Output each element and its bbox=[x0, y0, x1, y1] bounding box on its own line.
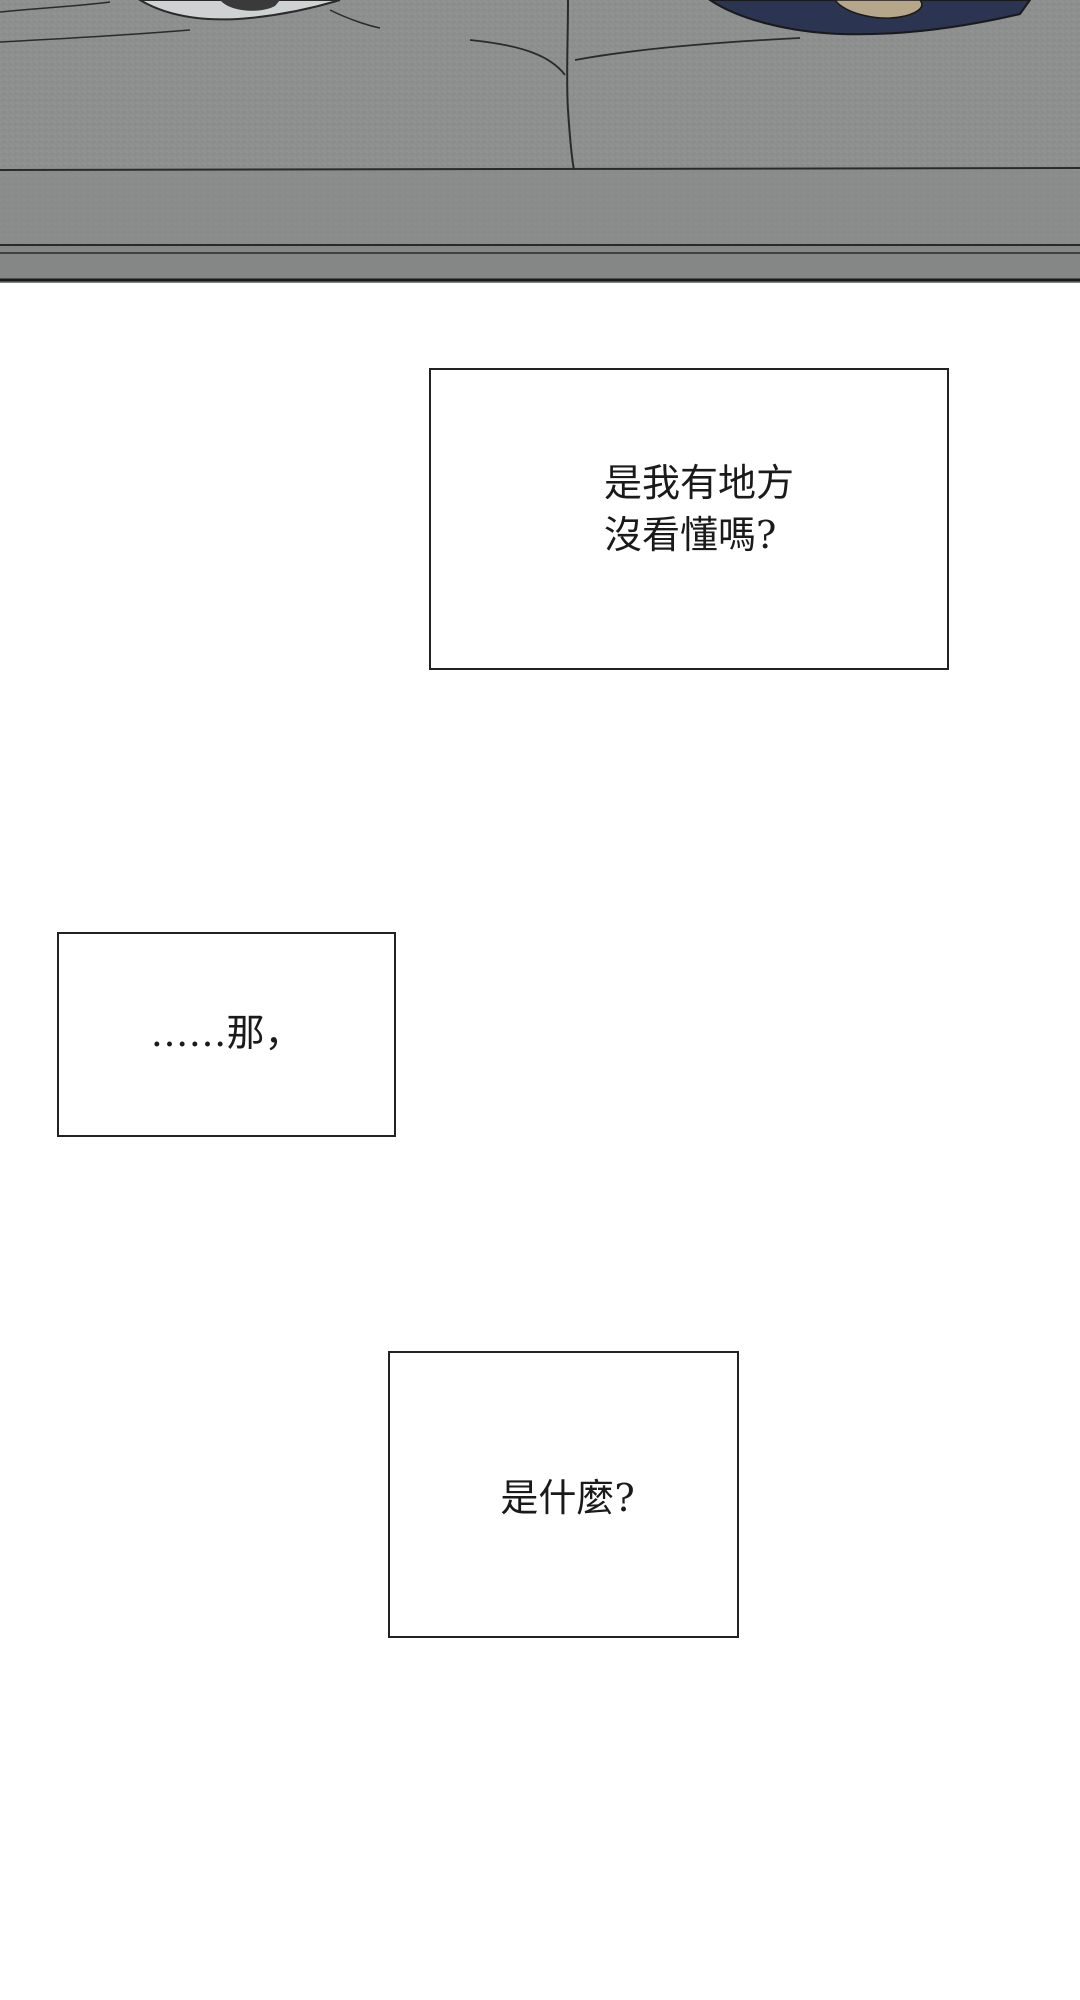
caption-text-2: ……那， bbox=[150, 1007, 302, 1059]
caption-box-1: 是我有地方 沒看懂嗎? bbox=[429, 368, 949, 670]
cushion-seam bbox=[566, 0, 575, 171]
caption-1-line-2: 沒看懂嗎? bbox=[603, 513, 777, 557]
caption-2-line-1: ……那， bbox=[150, 1010, 303, 1055]
figure-hand bbox=[834, 0, 923, 19]
caption-box-2: ……那， bbox=[57, 932, 396, 1137]
sofa-illustration-panel bbox=[0, 0, 1080, 285]
sofa-illustration bbox=[0, 0, 1080, 283]
caption-1-line-1: 是我有地方 bbox=[603, 461, 794, 505]
caption-box-3: 是什麼? bbox=[388, 1351, 739, 1638]
caption-text-3: 是什麼? bbox=[500, 1472, 634, 1524]
sofa-base-rail bbox=[0, 245, 1080, 283]
sofa-front-band bbox=[0, 170, 1080, 245]
shoe-left-sole bbox=[220, 0, 280, 11]
caption-3-line-1: 是什麼? bbox=[500, 1475, 635, 1520]
caption-text-1: 是我有地方 沒看懂嗎? bbox=[604, 457, 794, 561]
